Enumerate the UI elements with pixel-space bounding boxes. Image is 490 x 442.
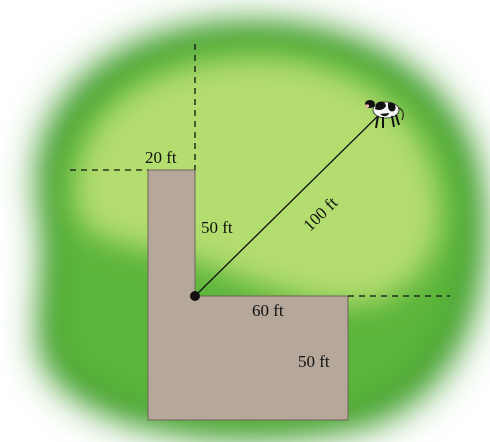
barn-inner-height-label: 50 ft (201, 218, 233, 237)
tether-point (190, 291, 200, 301)
cow-icon (364, 100, 404, 129)
rope-line (194, 109, 385, 297)
barn-top-width-label: 20 ft (145, 148, 177, 167)
barn-inner-width-label: 60 ft (252, 301, 284, 320)
barn-lower-height-label: 50 ft (298, 352, 330, 371)
